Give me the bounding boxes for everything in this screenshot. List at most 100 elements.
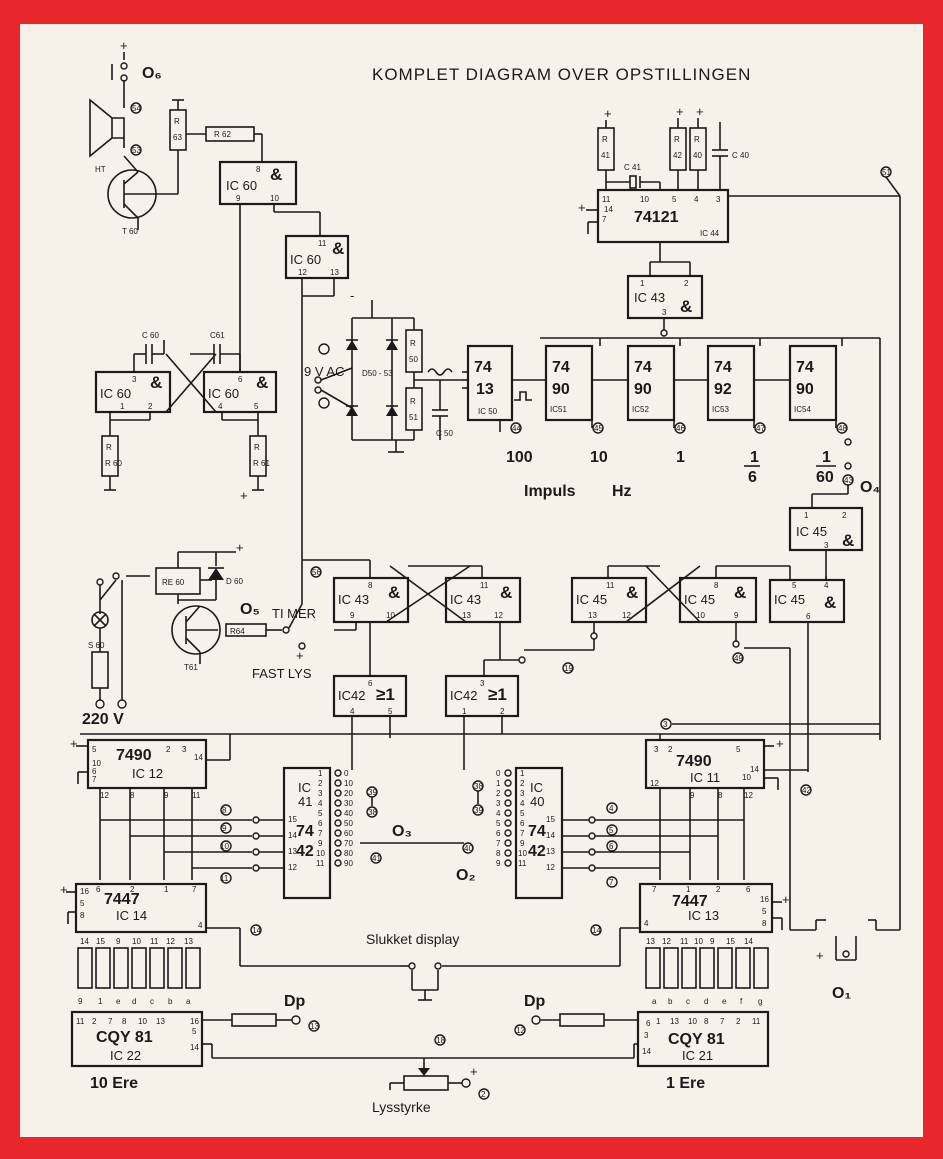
hz-label: Hz xyxy=(612,483,632,500)
svg-text:49: 49 xyxy=(734,654,743,663)
svg-text:g: g xyxy=(758,997,762,1006)
svg-text:12: 12 xyxy=(662,937,671,946)
svg-text:R: R xyxy=(694,135,700,144)
svg-text:10: 10 xyxy=(138,1017,147,1026)
svg-text:IC 12: IC 12 xyxy=(132,766,163,781)
svg-text:2: 2 xyxy=(842,511,847,520)
svg-text:0: 0 xyxy=(344,769,349,778)
svg-text:2: 2 xyxy=(716,885,721,894)
svg-text:2: 2 xyxy=(736,1017,741,1026)
svg-text:40: 40 xyxy=(693,151,702,160)
svg-text:13: 13 xyxy=(462,611,471,620)
svg-text:3: 3 xyxy=(654,745,659,754)
svg-text:90: 90 xyxy=(796,381,814,398)
svg-text:5: 5 xyxy=(318,809,323,818)
svg-text:IC 22: IC 22 xyxy=(110,1048,141,1063)
svg-text:IC: IC xyxy=(298,780,311,795)
svg-text:0: 0 xyxy=(496,769,501,778)
resistor-bank-right xyxy=(645,947,769,989)
svg-text:11: 11 xyxy=(752,1017,761,1026)
svg-text:1: 1 xyxy=(120,402,125,411)
svg-text:8: 8 xyxy=(762,919,767,928)
svg-text:&: & xyxy=(150,373,162,392)
svg-text:+: + xyxy=(296,648,304,663)
svg-text:D 60: D 60 xyxy=(226,577,243,586)
svg-text:8: 8 xyxy=(368,581,373,590)
svg-text:10: 10 xyxy=(386,611,395,620)
svg-text:15: 15 xyxy=(96,937,105,946)
svg-text:d: d xyxy=(704,997,708,1006)
svg-text:60: 60 xyxy=(344,829,353,838)
svg-text:47: 47 xyxy=(756,424,765,433)
lysstyrke-pot: 18 + 2 Lysstyrke xyxy=(372,1034,490,1115)
svg-text:13: 13 xyxy=(476,381,494,398)
flipflop-ic45: 11 IC 45 & 13 12 8 IC 45 & 10 9 5 4 IC 4… xyxy=(524,565,846,930)
svg-text:R64: R64 xyxy=(230,627,245,636)
svg-text:7: 7 xyxy=(192,885,197,894)
svg-text:IC 43: IC 43 xyxy=(450,592,481,607)
svg-text:74: 74 xyxy=(474,359,492,376)
counter-chain: 74 90 IC51 45 10 74 90 IC52 46 1 74 92 I… xyxy=(524,338,880,508)
svg-text:45: 45 xyxy=(594,424,603,433)
svg-text:C 50: C 50 xyxy=(436,429,453,438)
svg-text:42: 42 xyxy=(802,786,811,795)
svg-text:5: 5 xyxy=(762,907,767,916)
svg-text:11: 11 xyxy=(150,937,159,946)
svg-text:11: 11 xyxy=(316,859,325,868)
svg-text:8: 8 xyxy=(222,806,227,815)
svg-text:10: 10 xyxy=(316,849,325,858)
relay-section: S 60 220 V RE 60 + D 60 T61 R64 O₅ xyxy=(82,540,370,728)
svg-text:9: 9 xyxy=(78,997,83,1006)
svg-text:9: 9 xyxy=(222,824,227,833)
svg-text:5: 5 xyxy=(92,745,97,754)
svg-text:1: 1 xyxy=(98,997,103,1006)
svg-text:R 62: R 62 xyxy=(214,130,231,139)
svg-text:6: 6 xyxy=(746,885,751,894)
svg-text:8: 8 xyxy=(80,911,85,920)
svg-text:12: 12 xyxy=(288,863,297,872)
chip-ic13: 7 1 2 6 16 5 8 7447 IC 13 4 + 14 13 12 1… xyxy=(442,882,790,967)
svg-text:c: c xyxy=(686,997,690,1006)
flipflop-ic43: 8 IC 43 & 9 10 11 IC 43 & 13 12 xyxy=(332,560,526,676)
svg-text:7: 7 xyxy=(602,215,607,224)
svg-text:7490: 7490 xyxy=(676,753,712,770)
svg-text:9: 9 xyxy=(734,611,739,620)
svg-text:+: + xyxy=(70,736,78,751)
svg-text:1: 1 xyxy=(496,779,501,788)
svg-text:74: 74 xyxy=(714,359,732,376)
svg-text:38: 38 xyxy=(368,808,377,817)
svg-text:IC 60: IC 60 xyxy=(100,386,131,401)
speaker-section: + O₆ 54 HT 53 T 60 R 63 R 62 xyxy=(89,38,263,236)
svg-text:5: 5 xyxy=(672,195,677,204)
svg-text:13: 13 xyxy=(184,937,193,946)
o6-label: O₆ xyxy=(142,65,162,82)
svg-text:13: 13 xyxy=(646,937,655,946)
svg-text:11: 11 xyxy=(680,937,689,946)
svg-text:IC 60: IC 60 xyxy=(226,178,257,193)
svg-text:7: 7 xyxy=(108,1017,113,1026)
svg-text:5: 5 xyxy=(254,402,259,411)
svg-text:CQY 81: CQY 81 xyxy=(668,1031,725,1048)
svg-text:IC 45: IC 45 xyxy=(684,592,715,607)
svg-text:IC52: IC52 xyxy=(632,405,649,414)
svg-text:IC42: IC42 xyxy=(338,688,365,703)
svg-text:14: 14 xyxy=(80,937,89,946)
svg-text:+: + xyxy=(60,882,68,897)
svg-text:7: 7 xyxy=(92,775,97,784)
svg-text:&: & xyxy=(680,297,692,316)
chip-ic41: IC 41 74 42 15 14 13 12 1 2 3 4 5 6 7 9 … xyxy=(282,766,464,900)
svg-text:RE 60: RE 60 xyxy=(162,578,185,587)
svg-text:IC 45: IC 45 xyxy=(576,592,607,607)
svg-text:&: & xyxy=(824,593,836,612)
svg-text:90: 90 xyxy=(344,859,353,868)
svg-text:13: 13 xyxy=(288,847,297,856)
svg-text:2: 2 xyxy=(318,779,323,788)
svg-text:C61: C61 xyxy=(210,331,225,340)
svg-text:6: 6 xyxy=(318,819,323,828)
svg-text:+: + xyxy=(120,38,128,53)
svg-text:10: 10 xyxy=(270,194,279,203)
svg-text:6: 6 xyxy=(238,375,243,384)
svg-text:14: 14 xyxy=(744,937,753,946)
o2-label: O₂ xyxy=(456,867,476,884)
o1-switch: + O₁ xyxy=(790,919,900,1002)
